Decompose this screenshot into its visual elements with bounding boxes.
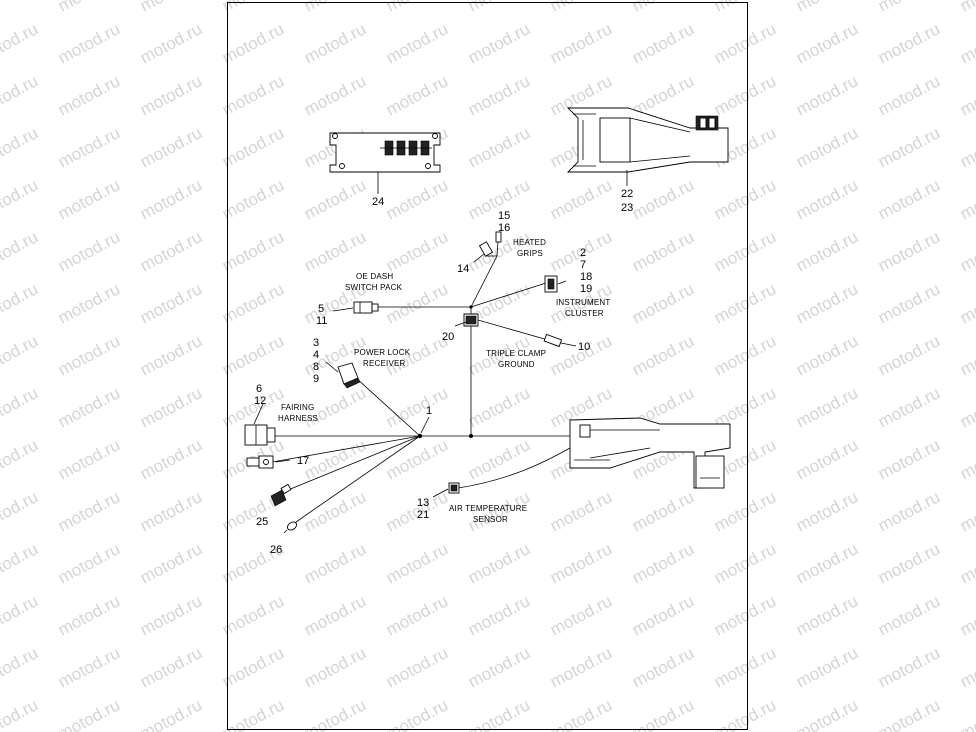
callout-26: 26 xyxy=(270,544,282,556)
connector-25 xyxy=(270,483,292,507)
callout-7: 7 xyxy=(580,259,586,271)
connector-air-temp-sensor xyxy=(448,482,460,494)
callout-11: 11 xyxy=(316,315,327,327)
callout-14: 14 xyxy=(457,263,469,275)
callout-20: 20 xyxy=(442,331,454,343)
callout-3: 3 xyxy=(313,337,319,349)
callout-12: 12 xyxy=(254,395,266,407)
connector-heated-grips xyxy=(478,231,502,257)
callout-numbers: 24 22 23 15 16 14 2 7 18 19 5 11 20 10 3… xyxy=(254,188,633,556)
label-instrument-cluster-1: INSTRUMENT xyxy=(556,298,610,307)
label-instrument-cluster-2: CLUSTER xyxy=(565,309,604,318)
connector-26 xyxy=(283,521,298,534)
callout-24: 24 xyxy=(372,196,384,208)
connector-instrument-cluster xyxy=(544,275,558,293)
connector-fairing-harness xyxy=(244,424,276,446)
leader-lines xyxy=(253,170,628,498)
label-air-temp-1: AIR TEMPERATURE xyxy=(449,504,527,513)
label-air-temp-2: SENSOR xyxy=(473,515,508,524)
label-triple-clamp-1: TRIPLE CLAMP xyxy=(486,349,546,358)
callout-9: 9 xyxy=(313,373,319,385)
callout-10: 10 xyxy=(578,341,590,353)
label-fairing-harness-2: HARNESS xyxy=(278,414,318,423)
part-24-switch-panel xyxy=(329,132,441,173)
callout-15: 15 xyxy=(498,210,510,222)
main-harness-box xyxy=(569,417,731,489)
callout-16: 16 xyxy=(498,222,510,234)
callout-25: 25 xyxy=(256,516,268,528)
label-heated-grips-2: GRIPS xyxy=(517,249,543,258)
callout-17: 17 xyxy=(297,455,309,467)
callout-21: 21 xyxy=(417,509,429,521)
callout-4: 4 xyxy=(313,349,319,361)
callout-8: 8 xyxy=(313,361,319,373)
label-fairing-harness-1: FAIRING xyxy=(281,403,314,412)
label-oe-dash-2: SWITCH PACK xyxy=(345,283,403,292)
callout-22: 22 xyxy=(621,188,633,200)
callout-5: 5 xyxy=(318,303,324,315)
connector-20 xyxy=(463,313,479,327)
label-triple-clamp-2: GROUND xyxy=(498,360,535,369)
callout-6: 6 xyxy=(256,383,262,395)
label-oe-dash-1: OE DASH xyxy=(356,272,393,281)
connector-17 xyxy=(246,455,274,469)
component-labels: HEATED GRIPS OE DASH SWITCH PACK INSTRUM… xyxy=(278,238,610,524)
callout-1: 1 xyxy=(426,405,432,417)
callout-19: 19 xyxy=(580,283,592,295)
connector-triple-clamp-ground xyxy=(543,333,563,348)
connector-power-lock-receiver xyxy=(337,362,361,389)
callout-13: 13 xyxy=(417,497,429,509)
label-heated-grips-1: HEATED xyxy=(513,238,546,247)
label-power-lock-1: POWER LOCK xyxy=(354,348,411,357)
callout-2: 2 xyxy=(580,247,586,259)
diagram-frame xyxy=(227,2,748,730)
callout-23: 23 xyxy=(621,202,633,214)
part-22-23-bracket xyxy=(566,107,729,173)
harness-wires xyxy=(271,255,571,523)
connector-oe-dash xyxy=(353,301,379,314)
label-power-lock-2: RECEIVER xyxy=(363,359,406,368)
callout-18: 18 xyxy=(580,271,592,283)
